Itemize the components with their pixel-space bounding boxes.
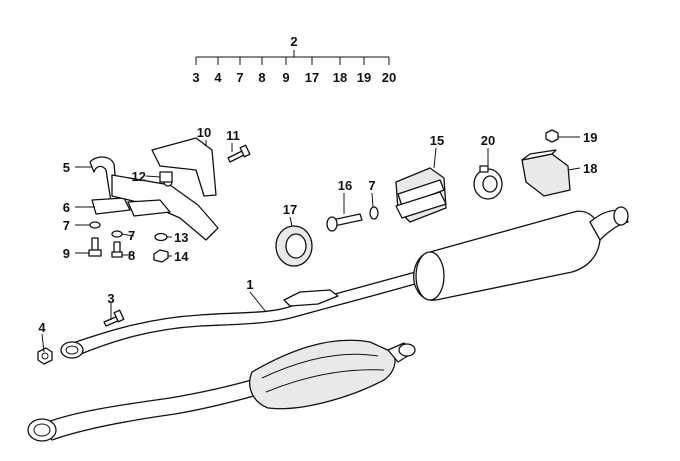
callout-16[interactable]: 16 xyxy=(338,178,352,193)
callout-20[interactable]: 20 xyxy=(481,133,495,148)
callout-5[interactable]: 5 xyxy=(63,160,70,175)
callout-17[interactable]: 17 xyxy=(283,202,297,217)
kit-item-18[interactable]: 18 xyxy=(333,70,347,85)
clamp-20 xyxy=(473,165,503,200)
washer-7-left xyxy=(89,221,101,229)
callout-11[interactable]: 11 xyxy=(226,128,240,143)
kit-item-7[interactable]: 7 xyxy=(236,70,243,85)
bolt-9 xyxy=(88,237,102,257)
callout-2[interactable]: 2 xyxy=(290,34,297,49)
callout-13[interactable]: 13 xyxy=(174,230,188,245)
callout-10[interactable]: 10 xyxy=(197,125,211,140)
callout-labels: 1 3 4 5 6 7 9 7 8 10 11 12 13 14 15 16 7… xyxy=(38,125,597,335)
bolt-11 xyxy=(227,144,251,163)
washer-13 xyxy=(154,232,168,242)
nut-14 xyxy=(153,249,169,263)
kit-item-20[interactable]: 20 xyxy=(382,70,396,85)
washer-7-mid xyxy=(111,230,123,238)
catalytic-converter xyxy=(27,339,416,442)
kit-item-4[interactable]: 4 xyxy=(214,70,222,85)
callout-18[interactable]: 18 xyxy=(583,161,597,176)
kit-item-17[interactable]: 17 xyxy=(305,70,319,85)
bolt-16 xyxy=(326,213,363,232)
callout-leaders xyxy=(41,136,581,353)
nut-19 xyxy=(545,129,559,143)
callout-19[interactable]: 19 xyxy=(583,130,597,145)
hanger-15 xyxy=(395,167,447,223)
callout-12[interactable]: 12 xyxy=(132,169,146,184)
callout-9[interactable]: 9 xyxy=(63,246,70,261)
callout-8[interactable]: 8 xyxy=(128,248,135,263)
callout-14[interactable]: 14 xyxy=(174,249,189,264)
kit-item-19[interactable]: 19 xyxy=(357,70,371,85)
holder-18 xyxy=(521,149,571,197)
callout-7-left[interactable]: 7 xyxy=(63,218,70,233)
washer-7-right xyxy=(369,206,379,220)
callout-6[interactable]: 6 xyxy=(63,200,70,215)
rear-muffler xyxy=(413,206,629,301)
rubber-ring xyxy=(275,225,313,267)
kit-item-9[interactable]: 9 xyxy=(282,70,289,85)
bracket-assembly xyxy=(89,137,219,241)
callout-7-mid[interactable]: 7 xyxy=(128,228,135,243)
nut-4 xyxy=(37,347,53,365)
callout-15[interactable]: 15 xyxy=(430,133,444,148)
bolt-3 xyxy=(103,309,125,327)
kit-item-3[interactable]: 3 xyxy=(192,70,199,85)
callout-4[interactable]: 4 xyxy=(38,320,46,335)
callout-7-right[interactable]: 7 xyxy=(368,178,375,193)
kit-item-8[interactable]: 8 xyxy=(258,70,265,85)
callout-3[interactable]: 3 xyxy=(107,291,114,306)
callout-1[interactable]: 1 xyxy=(246,277,253,292)
bolt-8 xyxy=(111,241,123,258)
